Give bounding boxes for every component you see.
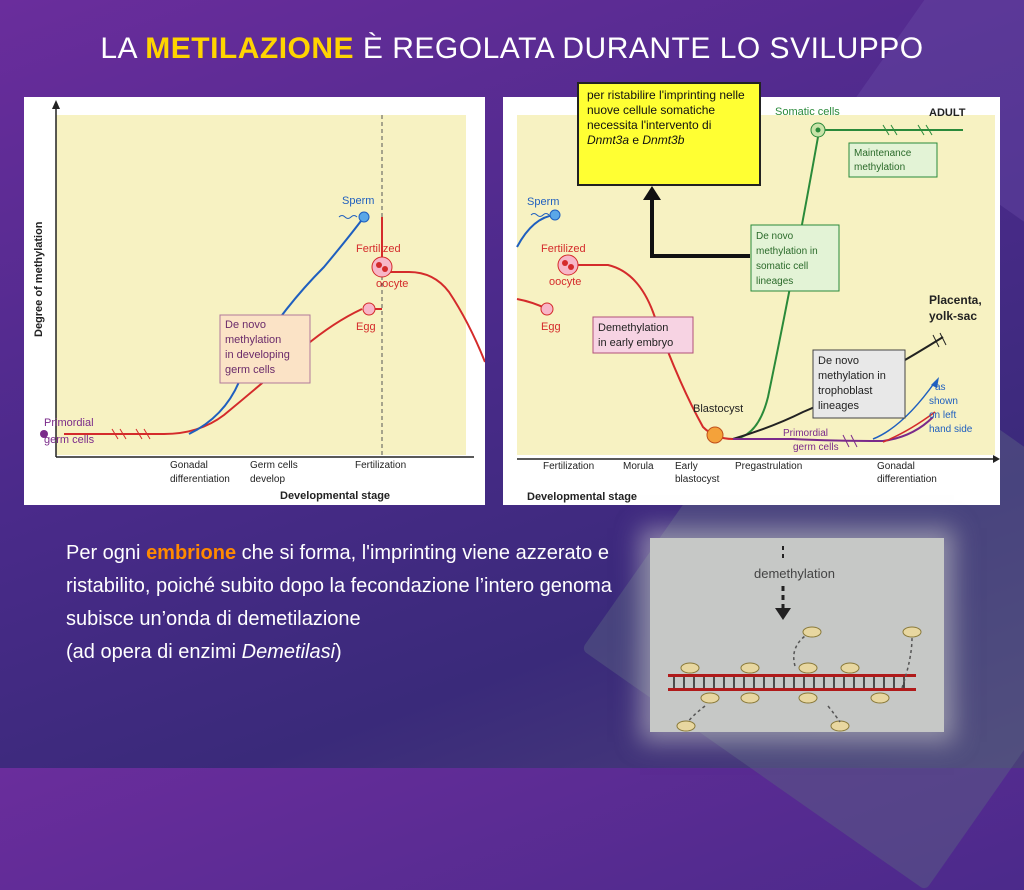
denovo-somatic-box bbox=[750, 224, 840, 292]
blastocyst-cell bbox=[706, 426, 724, 444]
svg-text:De novo: De novo bbox=[225, 319, 266, 331]
svg-text:oocyte: oocyte bbox=[549, 276, 581, 288]
body-paragraph: Per ogni embrione che si forma, l'imprin… bbox=[66, 542, 612, 663]
svg-text:differentiation: differentiation bbox=[170, 474, 230, 485]
right-fertilized-label: Fertilized bbox=[541, 243, 586, 255]
left-y-label: Degree of methylation bbox=[33, 221, 45, 337]
right-stage-gonadal: Gonadal bbox=[877, 461, 915, 472]
right-primordial-label: Primordial bbox=[783, 428, 828, 439]
as-shown-label: as bbox=[935, 382, 946, 393]
svg-text:lineages: lineages bbox=[756, 276, 793, 287]
note-arrow bbox=[643, 186, 750, 258]
embrione-highlight: embrione bbox=[146, 542, 237, 564]
slide-title: LA METILAZIONE È REGOLATA DURANTE LO SVI… bbox=[100, 32, 924, 65]
enzyme-dnmt3b: Dnmt3b bbox=[642, 133, 685, 147]
left-stage-gonadal: Gonadal bbox=[170, 460, 208, 471]
demethylation-label: demethylation bbox=[754, 566, 835, 581]
svg-text:methylation: methylation bbox=[225, 334, 281, 346]
left-oocyte-cell bbox=[371, 256, 393, 278]
left-x-label: Developmental stage bbox=[280, 490, 390, 502]
svg-text:germ cells: germ cells bbox=[225, 364, 276, 376]
svg-text:in developing: in developing bbox=[225, 349, 290, 361]
demethylation-box bbox=[592, 316, 694, 354]
trophoblast-box bbox=[812, 349, 906, 419]
right-somatic-line bbox=[732, 136, 819, 440]
svg-text:blastocyst: blastocyst bbox=[675, 474, 720, 485]
right-primordial-line bbox=[733, 416, 934, 443]
maintenance-box bbox=[848, 142, 938, 178]
svg-text:Maintenance: Maintenance bbox=[854, 148, 912, 159]
left-primordial-dot bbox=[40, 430, 48, 438]
svg-text:oocyte: oocyte bbox=[376, 278, 408, 290]
svg-text:germ cells: germ cells bbox=[793, 442, 839, 453]
svg-text:shown: shown bbox=[929, 396, 958, 407]
left-fertilized-label: Fertilized bbox=[356, 243, 401, 255]
left-plot-area bbox=[56, 115, 466, 455]
imprinting-note: per ristabilire l'imprinting nelle nuove… bbox=[577, 82, 761, 186]
svg-text:germ cells: germ cells bbox=[44, 434, 95, 446]
left-primordial-label: Primordial bbox=[44, 417, 94, 429]
enzyme-dnmt3a: Dnmt3a bbox=[587, 133, 630, 147]
right-stage-early-blastocyst: Early bbox=[675, 461, 698, 472]
adult-label: ADULT bbox=[929, 107, 966, 119]
left-egg-cell bbox=[362, 302, 376, 316]
svg-text:lineages: lineages bbox=[818, 400, 859, 412]
svg-text:trophoblast: trophoblast bbox=[818, 385, 872, 397]
left-sperm-label: Sperm bbox=[342, 195, 374, 207]
svg-text:Demethylation: Demethylation bbox=[598, 322, 668, 334]
title-highlight: METILAZIONE bbox=[145, 32, 355, 65]
placenta-label: Placenta, bbox=[929, 293, 982, 307]
svg-text:methylation in: methylation in bbox=[818, 370, 886, 382]
right-stage-fertilization: Fertilization bbox=[543, 461, 594, 472]
svg-text:methylation in: methylation in bbox=[756, 246, 818, 257]
right-oocyte-cell bbox=[557, 254, 579, 276]
left-egg-label: Egg bbox=[356, 321, 376, 333]
right-stage-pregastrulation: Pregastrulation bbox=[735, 461, 802, 472]
svg-text:hand side: hand side bbox=[929, 424, 973, 435]
svg-text:methylation: methylation bbox=[854, 162, 905, 173]
svg-text:on left: on left bbox=[929, 410, 956, 421]
left-methylation-diagram: Degree of methylation Primordial germ ce… bbox=[33, 100, 486, 502]
left-egg-line bbox=[64, 308, 363, 435]
blastocyst-label: Blastocyst bbox=[693, 403, 743, 415]
left-sperm-cell bbox=[358, 211, 370, 223]
svg-text:yolk-sac: yolk-sac bbox=[929, 309, 977, 323]
left-stage-germcells: Germ cells bbox=[250, 460, 298, 471]
right-x-label: Developmental stage bbox=[527, 491, 637, 503]
svg-text:differentiation: differentiation bbox=[877, 474, 937, 485]
svg-text:De novo: De novo bbox=[756, 231, 794, 242]
right-sperm-label: Sperm bbox=[527, 196, 559, 208]
left-denovo-box bbox=[219, 314, 311, 384]
left-stage-fertilization: Fertilization bbox=[355, 460, 406, 471]
svg-text:De novo: De novo bbox=[818, 355, 859, 367]
right-stage-morula: Morula bbox=[623, 461, 654, 472]
left-fertilized-line bbox=[381, 217, 486, 363]
dna-strand-top bbox=[668, 674, 916, 677]
left-diagram-panel: Degree of methylation Primordial germ ce… bbox=[24, 97, 486, 505]
down-arrow-icon bbox=[775, 608, 791, 620]
svg-text:develop: develop bbox=[250, 474, 285, 485]
svg-text:somatic cell: somatic cell bbox=[756, 261, 808, 272]
somatic-cells-label: Somatic cells bbox=[775, 106, 840, 118]
svg-text:in early embryo: in early embryo bbox=[598, 337, 673, 349]
demetilasi-term: Demetilasi bbox=[241, 641, 336, 663]
right-egg-label: Egg bbox=[541, 321, 561, 333]
demethylation-illustration: demethylation bbox=[650, 538, 944, 732]
dna-strand-bottom bbox=[668, 688, 916, 691]
